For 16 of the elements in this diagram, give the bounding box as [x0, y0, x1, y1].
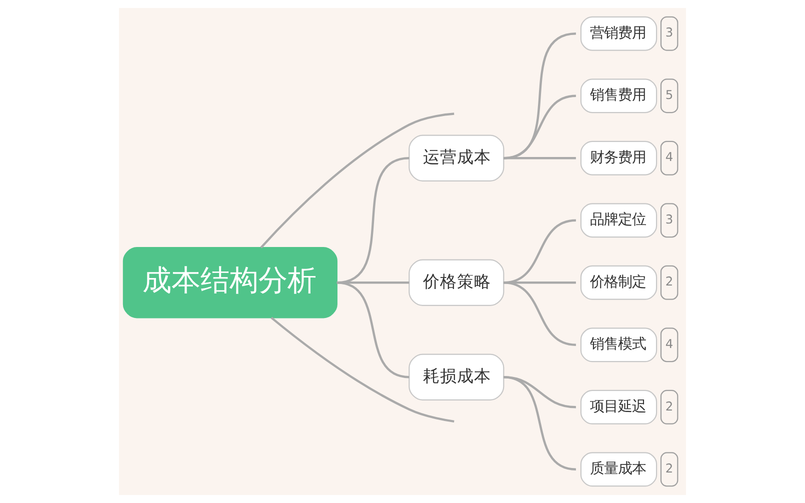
connector	[504, 157, 576, 160]
node-label: 2	[665, 462, 674, 476]
node-label: 2	[665, 274, 674, 289]
node-label: 2	[665, 399, 674, 414]
connector	[503, 32, 576, 160]
connector	[260, 112, 454, 248]
connector	[336, 282, 410, 378]
node-label: 5	[665, 88, 674, 102]
connector	[504, 376, 576, 470]
node-label: 3	[665, 26, 674, 40]
node-label: 4	[665, 337, 674, 351]
connector	[504, 282, 576, 346]
connector	[270, 316, 454, 423]
node-label: 4	[665, 150, 674, 164]
connector	[504, 94, 576, 160]
node-label: 3	[665, 212, 674, 226]
